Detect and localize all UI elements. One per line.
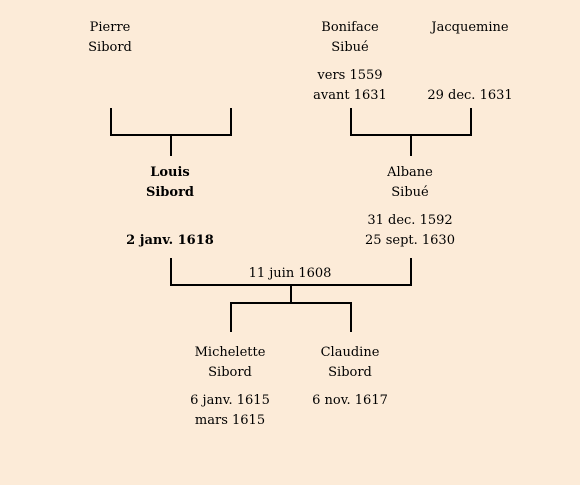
connector-pierre-spouse [230,108,232,136]
first-name: Louis [150,165,190,180]
last-name [400,38,540,58]
last-name: Sibué [331,40,369,55]
first-name: Albane [387,165,433,180]
birth-date [100,211,240,231]
connector-boniface [350,108,352,136]
death-date: 2 janv. 1618 [126,233,214,248]
children-line [230,302,352,304]
connector-albane-down [410,258,412,286]
last-name: Sibord [145,185,195,200]
last-name: Sibué [391,185,429,200]
death-date: avant 1631 [313,88,387,103]
connector-jacquemine [470,108,472,136]
connector-claudine [350,302,352,332]
connector-to-children [290,284,292,304]
last-name: Sibord [88,40,132,55]
person-albane-sibue: Albane Sibué 31 dec. 1592 25 sept. 1630 [340,163,480,251]
person-louis-sibord: Louis Sibord 2 janv. 1618 [100,163,240,251]
birth-date: 6 nov. 1617 [312,393,388,408]
death-date: mars 1615 [194,413,266,428]
connector-to-albane [410,134,412,156]
first-name: Claudine [320,345,380,360]
marriage-date: 11 juin 1608 [248,266,332,281]
first-name: Pierre [89,20,131,35]
death-date: 25 sept. 1630 [365,233,455,248]
first-name: Boniface [321,20,379,35]
person-michelette-sibord: Michelette Sibord 6 janv. 1615 mars 1615 [160,343,300,431]
connector-michelette [230,302,232,332]
birth-date [400,66,540,86]
birth-date: 6 janv. 1615 [190,393,270,408]
last-name: Sibord [208,365,252,380]
birth-date: 31 dec. 1592 [367,213,453,228]
first-name: Jacquemine [431,20,509,35]
person-jacquemine: Jacquemine 29 dec. 1631 [400,18,540,106]
connector-louis-down [170,258,172,286]
death-date: 29 dec. 1631 [427,88,513,103]
person-boniface-sibue: Boniface Sibué vers 1559 avant 1631 [280,18,420,106]
first-name: Michelette [194,345,266,360]
last-name: Sibord [328,365,372,380]
connector-to-louis [170,134,172,156]
birth-date: vers 1559 [317,68,383,83]
person-pierre-sibord: Pierre Sibord [40,18,180,58]
connector-pierre [110,108,112,136]
person-claudine-sibord: Claudine Sibord 6 nov. 1617 [280,343,420,411]
